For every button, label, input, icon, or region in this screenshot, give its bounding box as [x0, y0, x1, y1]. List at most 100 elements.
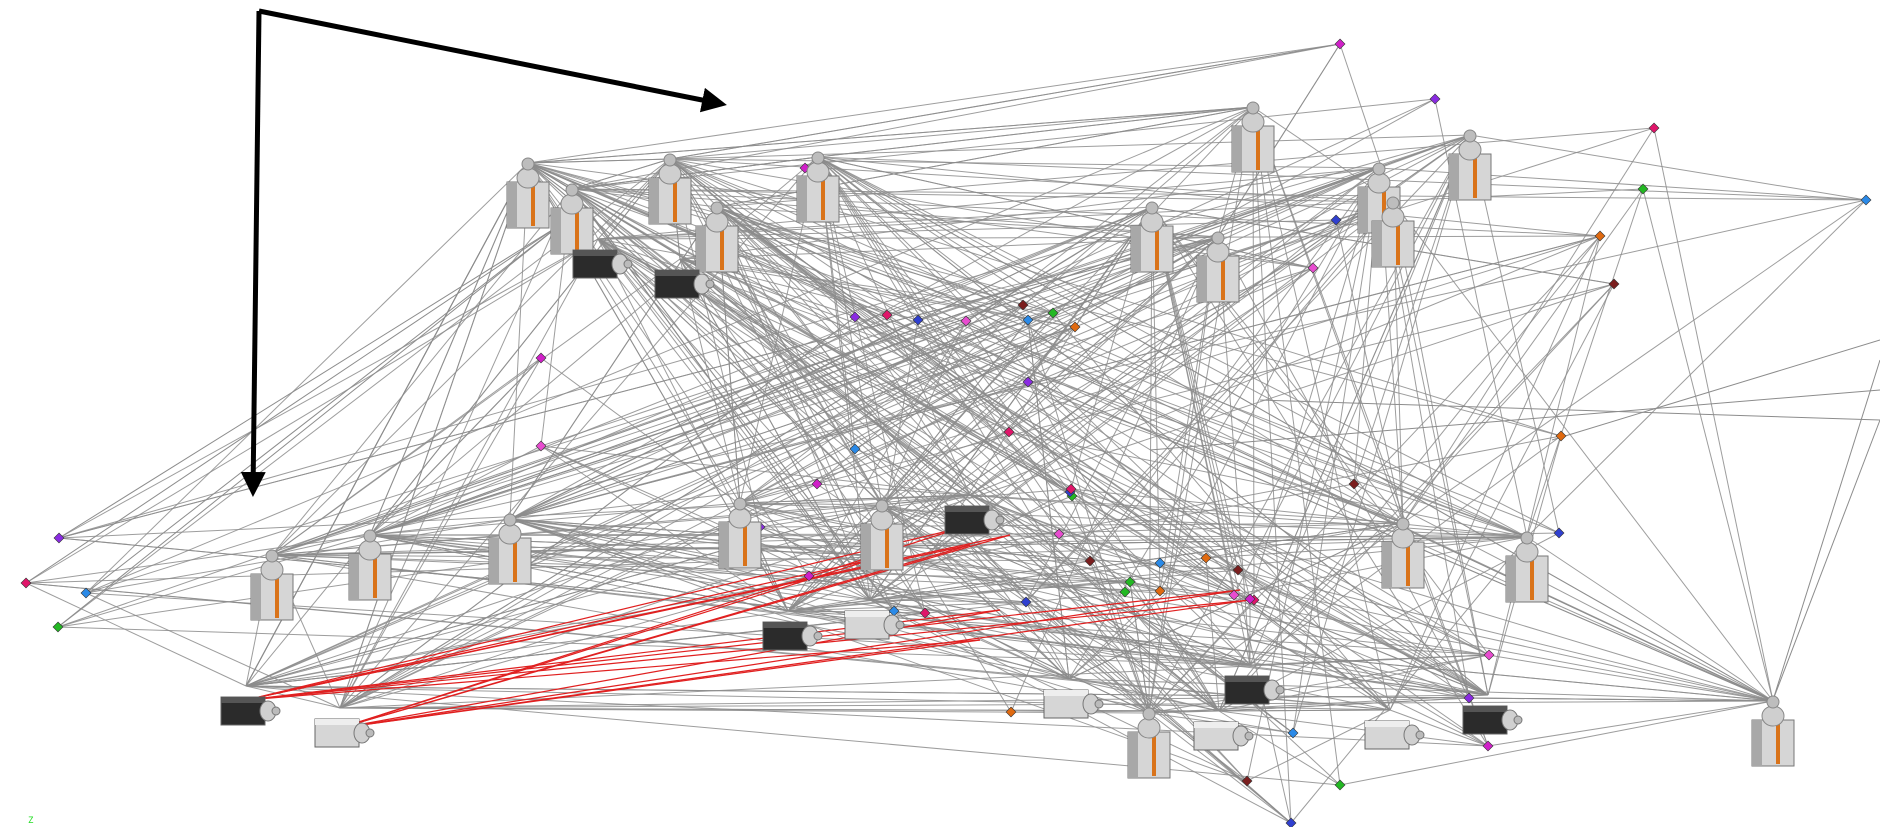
camera-icon — [844, 610, 905, 640]
marker-diamond-icon — [1053, 528, 1065, 540]
connection-line — [716, 127, 1655, 208]
connection-line — [869, 599, 1489, 696]
connection-line — [817, 156, 1774, 702]
connection-line — [1290, 536, 1528, 824]
connection-line — [339, 357, 542, 709]
connection-line — [924, 612, 1070, 680]
connection-line — [1487, 700, 1774, 747]
connection-line — [25, 582, 1070, 680]
connection-line — [25, 582, 247, 687]
connection-line — [969, 494, 1489, 747]
connection-line — [787, 326, 1076, 612]
connection-line — [1642, 188, 1774, 702]
connection-line — [369, 534, 926, 614]
connection-line — [1025, 601, 1220, 712]
connection-line — [817, 156, 1391, 711]
connection-line — [1402, 188, 1644, 524]
connection-line — [1335, 219, 1404, 524]
connection-line — [509, 518, 1150, 714]
connection-line — [1402, 199, 1867, 524]
connection-line — [597, 238, 818, 485]
highlighted-connection-line — [339, 589, 1241, 729]
connection-line — [527, 162, 1010, 433]
marker-diamond-icon — [1154, 557, 1166, 569]
marker-diamond-icon — [1047, 307, 1059, 319]
camera-icon — [1231, 101, 1275, 173]
connection-line — [1205, 536, 1528, 559]
connection-line — [271, 199, 1867, 556]
connection-line — [716, 206, 1010, 433]
camera-icon — [550, 183, 594, 255]
connection-line — [245, 483, 1355, 687]
marker-diamond-icon — [1244, 593, 1256, 605]
connection-line — [739, 494, 971, 504]
connection-line — [85, 106, 1254, 594]
connection-line — [1233, 536, 1528, 596]
connection-line — [1069, 491, 1150, 714]
marker-diamond-icon — [1020, 596, 1032, 608]
connection-line — [869, 522, 1404, 601]
connection-line — [739, 502, 1070, 680]
connection-line — [369, 156, 819, 536]
connection-line — [57, 224, 561, 628]
connection-line — [1151, 206, 1292, 824]
marker-diamond-icon — [1637, 183, 1649, 195]
connection-line — [881, 320, 967, 506]
marker-diamond-icon — [1228, 589, 1240, 601]
marker-diamond-icon — [535, 440, 547, 452]
connection-line — [369, 445, 542, 536]
connection-line — [1526, 536, 1774, 702]
connection-line — [369, 534, 1027, 603]
connection-line — [716, 206, 1024, 306]
marker-diamond-icon — [1429, 93, 1441, 105]
connection-line — [1237, 569, 1774, 702]
connection-line — [817, 156, 1029, 321]
marker-diamond-icon — [849, 311, 861, 323]
connection-line — [816, 483, 1528, 538]
connection-line — [271, 158, 671, 556]
marker-diamond-icon — [1069, 321, 1081, 333]
connection-line — [527, 162, 1235, 596]
camera-icon — [250, 549, 294, 621]
connection-line — [1469, 134, 1560, 534]
connection-line — [817, 156, 1867, 201]
connection-line — [669, 158, 1054, 314]
connection-line — [679, 258, 1528, 538]
connection-line — [1217, 167, 1380, 238]
connection-line — [1148, 236, 1219, 714]
connection-line — [1218, 697, 1470, 712]
connection-line — [1089, 201, 1394, 562]
connection-line — [540, 445, 1070, 680]
connection-line — [1027, 319, 1150, 714]
camera-icon — [506, 157, 550, 229]
marker-diamond-icon — [919, 607, 931, 619]
connection-line — [509, 235, 1601, 520]
marker-diamond-icon — [1285, 817, 1297, 827]
connection-line — [271, 494, 971, 556]
highlighted-connection-line — [245, 599, 1251, 701]
connection-line — [787, 569, 1239, 612]
connection-line — [1149, 389, 1880, 451]
connection-line — [271, 532, 1560, 556]
highlighted-connection-line — [245, 559, 871, 701]
axis-label: Z — [28, 816, 34, 826]
connection-line — [1339, 700, 1774, 786]
connection-line — [597, 238, 1076, 328]
connection-line — [1392, 201, 1489, 696]
marker-diamond-icon — [1860, 194, 1872, 206]
camera-icon — [796, 151, 840, 223]
connection-line — [817, 156, 1150, 714]
marker-points — [20, 38, 1872, 827]
connection-line — [716, 206, 1528, 538]
connection-line — [527, 43, 1341, 164]
marker-diamond-icon — [1003, 426, 1015, 438]
connection-line — [1089, 167, 1380, 562]
connection-line — [25, 534, 371, 584]
connection-line — [339, 283, 1615, 709]
connection-line — [339, 502, 741, 709]
marker-diamond-icon — [1287, 727, 1299, 739]
camera-icon — [348, 529, 392, 601]
camera-icon — [314, 718, 375, 748]
connection-line — [669, 43, 1341, 160]
camera-icon — [695, 201, 739, 273]
